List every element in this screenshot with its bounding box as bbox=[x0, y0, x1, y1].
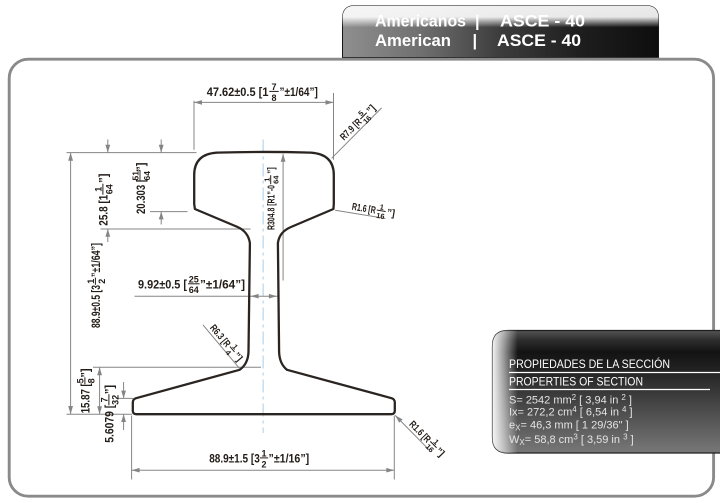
svg-text:1: 1 bbox=[431, 437, 440, 446]
svg-text:20.303 [: 20.303 [ bbox=[134, 179, 148, 214]
svg-text:”]: ”] bbox=[134, 163, 148, 173]
svg-text:”±1/64”]: ”±1/64”] bbox=[280, 85, 318, 99]
svg-text:51: 51 bbox=[131, 171, 141, 181]
svg-text:”±1/64”]: ”±1/64”] bbox=[89, 243, 103, 277]
svg-text:5: 5 bbox=[356, 109, 365, 118]
svg-text:25.8 [1: 25.8 [1 bbox=[97, 194, 111, 225]
svg-text:S= 2542 mm2 [ 3,94 in 2 ]: S= 2542 mm2 [ 3,94 in 2 ] bbox=[509, 393, 632, 407]
svg-text:5: 5 bbox=[76, 378, 86, 383]
svg-text:64: 64 bbox=[142, 171, 152, 181]
svg-text:Americanos: Americanos bbox=[375, 13, 466, 31]
svg-text:2: 2 bbox=[261, 459, 266, 469]
svg-text:8: 8 bbox=[271, 93, 276, 103]
svg-text:88.9±1.5 [3: 88.9±1.5 [3 bbox=[209, 452, 260, 466]
svg-text:15.87 [: 15.87 [ bbox=[79, 383, 93, 413]
svg-text:1: 1 bbox=[230, 342, 240, 351]
svg-text:7: 7 bbox=[100, 397, 110, 402]
svg-text:”]: ”] bbox=[386, 208, 396, 220]
svg-text:47.62±0.5 [1: 47.62±0.5 [1 bbox=[207, 85, 269, 99]
svg-text:R1.6 [R: R1.6 [R bbox=[351, 202, 377, 217]
svg-text:American: American bbox=[375, 32, 451, 50]
svg-text:|: | bbox=[473, 32, 478, 50]
svg-text:WX= 58,8 cm3 [ 3,59 in 3 ]: WX= 58,8 cm3 [ 3,59 in 3 ] bbox=[509, 433, 634, 448]
svg-text:Ix= 272,2 cm4 [ 6,54 in 4 ]: Ix= 272,2 cm4 [ 6,54 in 4 ] bbox=[509, 405, 633, 419]
svg-text:2: 2 bbox=[97, 279, 107, 284]
svg-text:4: 4 bbox=[223, 348, 233, 358]
svg-text:1: 1 bbox=[94, 187, 104, 192]
svg-text:7: 7 bbox=[271, 82, 276, 92]
svg-text:32: 32 bbox=[110, 395, 120, 405]
svg-text:”]: ”] bbox=[79, 368, 93, 378]
svg-text:64: 64 bbox=[189, 285, 199, 295]
svg-text:PROPIEDADES DE LA SECCIÓN: PROPIEDADES DE LA SECCIÓN bbox=[509, 358, 670, 371]
svg-text:16: 16 bbox=[376, 211, 386, 221]
svg-text:”]: ”] bbox=[103, 385, 117, 395]
svg-text:ASCE - 40: ASCE - 40 bbox=[500, 13, 585, 31]
svg-text:25: 25 bbox=[189, 274, 199, 284]
svg-text:R304.8 [R1”-0: R304.8 [R1”-0 bbox=[267, 185, 278, 230]
svg-text:eX= 46,3 mm [ 1 29/36" ]: eX= 46,3 mm [ 1 29/36" ] bbox=[509, 420, 629, 433]
svg-text:64: 64 bbox=[272, 175, 281, 184]
svg-text:1: 1 bbox=[379, 202, 385, 212]
svg-text:64: 64 bbox=[104, 184, 114, 194]
svg-text:9.92±0.5 [: 9.92±0.5 [ bbox=[138, 277, 187, 291]
svg-text:”±1/64”]: ”±1/64”] bbox=[200, 277, 245, 291]
svg-text:1: 1 bbox=[263, 178, 272, 182]
svg-text:8: 8 bbox=[86, 378, 96, 383]
svg-text:88.9±0.5 [3: 88.9±0.5 [3 bbox=[89, 285, 103, 328]
svg-text:”±1/16”]: ”±1/16”] bbox=[269, 452, 310, 466]
svg-text:ASCE - 40: ASCE - 40 bbox=[497, 32, 581, 50]
svg-text:”]: ”] bbox=[267, 167, 278, 174]
svg-text:”]: ”] bbox=[97, 174, 111, 184]
svg-text:|: | bbox=[475, 13, 480, 31]
svg-text:PROPERTIES OF SECTION: PROPERTIES OF SECTION bbox=[509, 377, 643, 389]
svg-text:5.6079 [: 5.6079 [ bbox=[103, 405, 117, 443]
svg-text:1: 1 bbox=[261, 449, 266, 459]
svg-text:1: 1 bbox=[86, 279, 96, 284]
